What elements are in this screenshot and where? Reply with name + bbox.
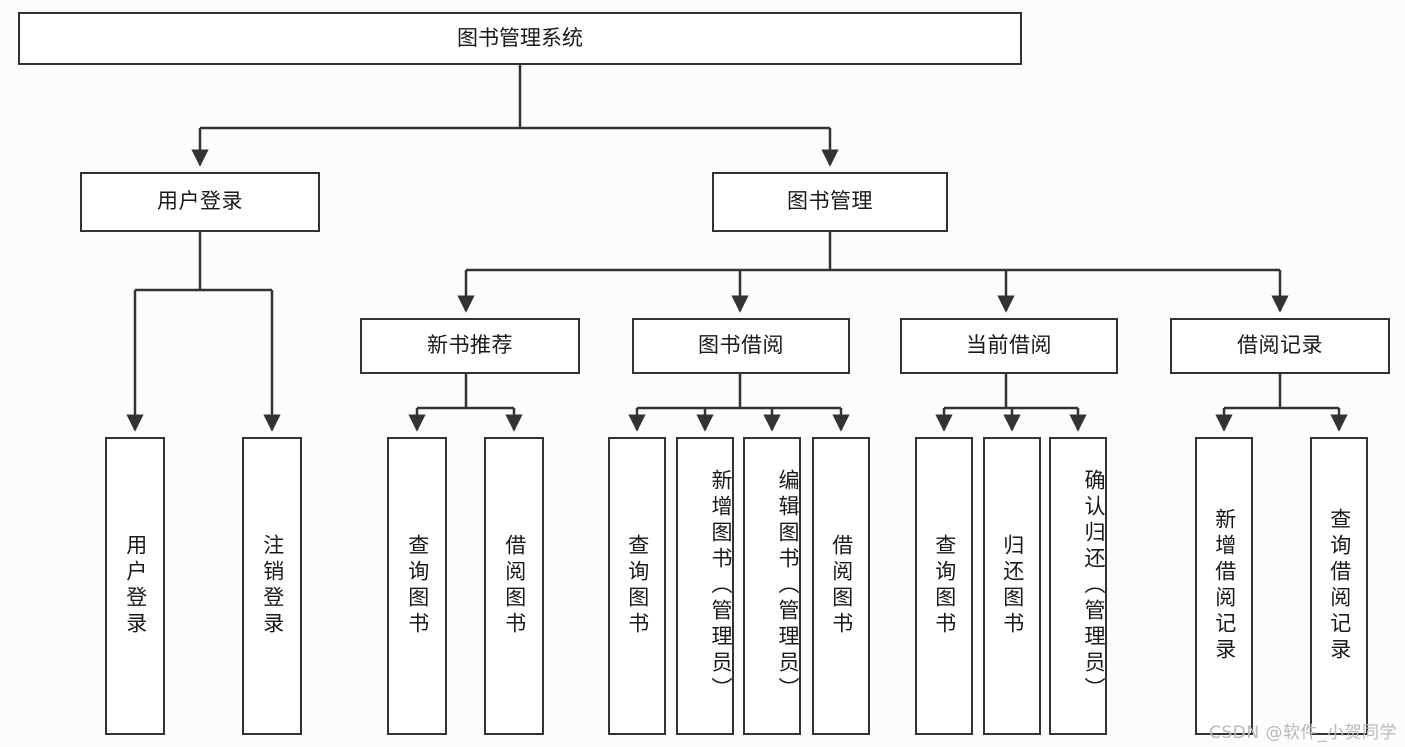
node-book-borrow[interactable]: 图书借阅	[632, 318, 850, 374]
node-leaf-add-book[interactable]: 新增图书（管理员）	[676, 437, 734, 735]
node-leaf-confirm-return-label: 确认归还（管理员）	[1082, 469, 1106, 703]
node-book-mgmt[interactable]: 图书管理	[712, 172, 948, 232]
node-leaf-query-book-3-label: 查询图书	[932, 534, 957, 638]
node-leaf-user-login-label: 用户登录	[123, 534, 148, 638]
node-new-book-rec-label: 新书推荐	[427, 333, 513, 358]
node-leaf-add-record[interactable]: 新增借阅记录	[1195, 437, 1253, 735]
node-leaf-query-book-2-label: 查询图书	[625, 534, 650, 638]
node-leaf-query-record[interactable]: 查询借阅记录	[1310, 437, 1368, 735]
node-book-mgmt-label: 图书管理	[787, 189, 873, 214]
node-borrow-record-label: 借阅记录	[1237, 333, 1323, 358]
node-leaf-confirm-return[interactable]: 确认归还（管理员）	[1049, 437, 1107, 735]
node-leaf-edit-book[interactable]: 编辑图书（管理员）	[743, 437, 801, 735]
watermark: CSDN @软件_小贺同学	[1209, 723, 1397, 743]
node-root-label: 图书管理系统	[457, 25, 583, 50]
node-leaf-user-logout-label: 注销登录	[260, 534, 285, 638]
node-current-borrow-label: 当前借阅	[966, 333, 1052, 358]
node-current-borrow[interactable]: 当前借阅	[900, 318, 1118, 374]
node-leaf-edit-book-label: 编辑图书（管理员）	[776, 469, 800, 703]
node-leaf-query-book-3[interactable]: 查询图书	[915, 437, 973, 735]
node-leaf-query-book-1-label: 查询图书	[405, 534, 430, 638]
node-new-book-rec[interactable]: 新书推荐	[360, 318, 580, 374]
node-leaf-query-book-1[interactable]: 查询图书	[387, 437, 447, 735]
node-borrow-record[interactable]: 借阅记录	[1170, 318, 1390, 374]
node-leaf-return-book-label: 归还图书	[1000, 534, 1025, 638]
node-leaf-query-book-2[interactable]: 查询图书	[608, 437, 666, 735]
node-leaf-borrow-book-1[interactable]: 借阅图书	[484, 437, 544, 735]
node-user-login[interactable]: 用户登录	[80, 172, 320, 232]
node-book-borrow-label: 图书借阅	[698, 333, 784, 358]
node-leaf-add-record-label: 新增借阅记录	[1212, 508, 1237, 664]
node-leaf-borrow-book-2[interactable]: 借阅图书	[812, 437, 870, 735]
node-leaf-query-record-label: 查询借阅记录	[1327, 508, 1352, 664]
node-user-login-label: 用户登录	[157, 189, 243, 214]
node-leaf-user-login[interactable]: 用户登录	[105, 437, 165, 735]
node-root[interactable]: 图书管理系统	[18, 12, 1022, 65]
node-leaf-borrow-book-2-label: 借阅图书	[829, 534, 854, 638]
node-leaf-return-book[interactable]: 归还图书	[983, 437, 1041, 735]
node-leaf-add-book-label: 新增图书（管理员）	[709, 469, 733, 703]
node-leaf-user-logout[interactable]: 注销登录	[242, 437, 302, 735]
node-leaf-borrow-book-1-label: 借阅图书	[502, 534, 527, 638]
